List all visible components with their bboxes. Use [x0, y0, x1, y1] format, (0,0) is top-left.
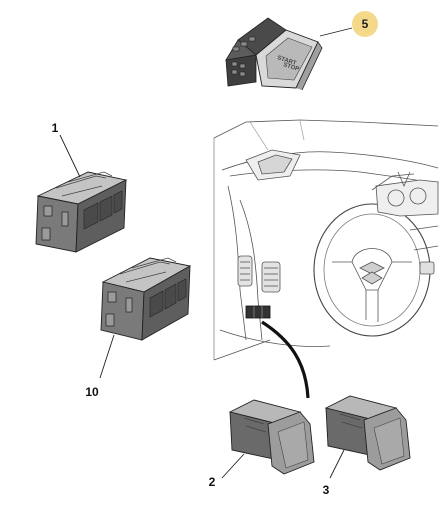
callout-10: 10	[85, 385, 99, 399]
callout-1: 1	[52, 121, 59, 135]
leader-line-10	[99, 334, 115, 379]
dashboard-interior-view	[213, 119, 439, 361]
leader-line-5	[319, 27, 353, 37]
start-stop-button-part[interactable]: START STOP	[225, 17, 323, 91]
dashboard-view-frame	[214, 120, 438, 360]
start-label: START	[276, 55, 297, 67]
switch-block-part-1[interactable]	[35, 171, 128, 253]
leader-line-2	[221, 453, 245, 479]
switch-part-2[interactable]	[228, 399, 315, 475]
callout-3: 3	[323, 483, 330, 497]
callout-5: 5	[362, 17, 369, 31]
callout-badge-5[interactable]	[352, 11, 378, 37]
callout-2: 2	[209, 475, 216, 489]
stop-label: STOP	[282, 62, 299, 73]
switch-block-part-10[interactable]	[100, 257, 192, 341]
location-pointer-line	[261, 320, 310, 399]
leader-line-1	[59, 134, 81, 178]
switch-part-3[interactable]	[324, 395, 411, 471]
leader-line-3	[329, 449, 345, 479]
